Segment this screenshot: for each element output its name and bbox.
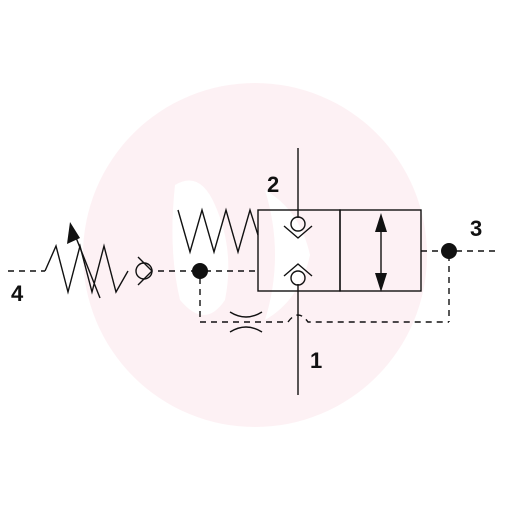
double-arrow-head-up (375, 213, 387, 232)
valve-spring (177, 207, 259, 255)
port-label-3: 3 (470, 216, 483, 241)
adjust-arrow (72, 229, 101, 299)
port-label-1: 1 (310, 348, 323, 373)
check-valve-pilot (135, 256, 153, 286)
watermark-logo (83, 83, 427, 427)
check-valve-upper (283, 216, 313, 239)
orifice-restrictor (229, 311, 263, 333)
junction-dot-right (441, 243, 457, 259)
pilot-drain-horizontal (200, 314, 449, 323)
port-label-4: 4 (11, 281, 24, 306)
port-label-2: 2 (267, 172, 280, 197)
adjustable-spring (44, 243, 129, 295)
adjust-arrow-head (67, 222, 80, 244)
junction-dot-left (192, 263, 208, 279)
double-arrow-head-down (375, 273, 387, 292)
